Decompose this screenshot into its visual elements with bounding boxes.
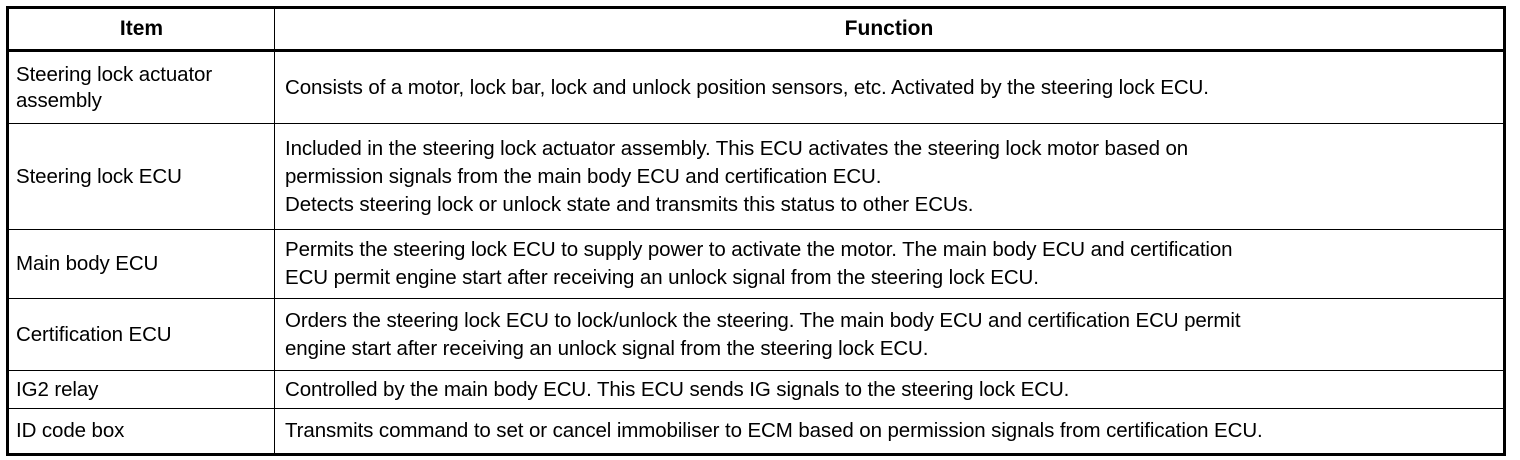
cell-item: Steering lock ECU <box>7 123 275 230</box>
table-header-row: Item Function <box>7 7 1505 52</box>
steering-lock-components-table: Item Function Steering lock actuator ass… <box>6 6 1506 456</box>
table-body: Steering lock actuator assembly Consists … <box>7 50 1505 455</box>
cell-function: Orders the steering lock ECU to lock/unl… <box>274 298 1505 371</box>
cell-function-line: Orders the steering lock ECU to lock/unl… <box>285 308 1241 332</box>
column-header-function: Function <box>274 7 1505 52</box>
column-header-item: Item <box>7 7 275 52</box>
cell-function-line: Detects steering lock or unlock state an… <box>285 192 974 216</box>
cell-function-line: Transmits command to set or cancel immob… <box>285 419 1263 442</box>
cell-function: Included in the steering lock actuator a… <box>274 123 1505 230</box>
cell-item: Main body ECU <box>7 229 275 299</box>
cell-function: Controlled by the main body ECU. This EC… <box>274 370 1505 409</box>
cell-function: Consists of a motor, lock bar, lock and … <box>274 50 1505 124</box>
cell-function-line: Included in the steering lock actuator a… <box>285 136 1189 160</box>
cell-item: ID code box <box>7 408 275 455</box>
cell-function: Permits the steering lock ECU to supply … <box>274 229 1505 299</box>
cell-item: IG2 relay <box>7 370 275 409</box>
table-row: Certification ECU Orders the steering loc… <box>7 298 1505 371</box>
cell-function-line: Consists of a motor, lock bar, lock and … <box>285 75 1209 99</box>
table-row: Steering lock ECU Included in the steerin… <box>7 123 1505 230</box>
table-row: Main body ECU Permits the steering lock E… <box>7 229 1505 299</box>
cell-function-line: ECU permit engine start after receiving … <box>285 266 1039 289</box>
cell-function-line: engine start after receiving an unlock s… <box>285 336 929 360</box>
cell-function-line: Permits the steering lock ECU to supply … <box>285 238 1233 261</box>
cell-function: Transmits command to set or cancel immob… <box>274 408 1505 455</box>
table-row: ID code box Transmits command to set or c… <box>7 408 1505 455</box>
cell-item: Steering lock actuator assembly <box>7 50 275 124</box>
table-row: Steering lock actuator assembly Consists … <box>7 50 1505 124</box>
spec-table-container: Item Function Steering lock actuator ass… <box>6 6 1506 456</box>
cell-function-line: permission signals from the main body EC… <box>285 164 882 188</box>
cell-item: Certification ECU <box>7 298 275 371</box>
cell-function-line: Controlled by the main body ECU. This EC… <box>285 377 1070 401</box>
table-header: Item Function <box>7 7 1505 52</box>
table-row: IG2 relay Controlled by the main body ECU… <box>7 370 1505 409</box>
